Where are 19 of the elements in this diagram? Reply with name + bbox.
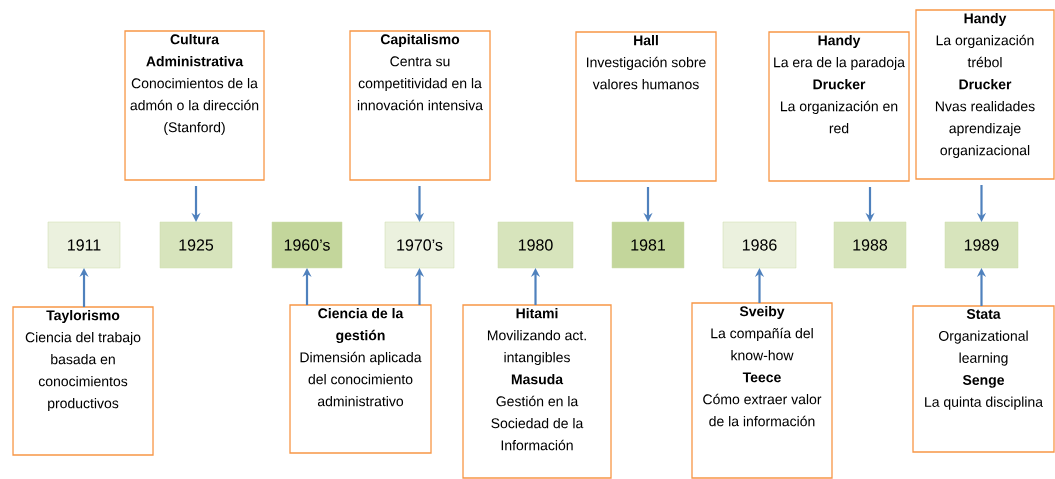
year-box: 1986	[722, 221, 797, 269]
note-box: Stata Organizational learning Senge La quinta disciplina	[912, 305, 1055, 453]
year-box: 1981	[611, 221, 685, 269]
note-box: Taylorismo Ciencia del trabajo basada en conocimientos productivos	[12, 306, 154, 456]
year-box: 1925	[159, 221, 233, 269]
year-box: 1980	[497, 221, 574, 269]
note-box: Handy La organización trébol Drucker Nvas realidades aprendizaje organizacional	[915, 9, 1055, 180]
note-box: Handy La era de la paradoja Drucker La organización en red	[768, 31, 910, 182]
note-box: Hitami Movilizando act. intangibles Masuda Gestión en la Sociedad de la Información	[462, 304, 612, 479]
year-box: 1911	[47, 221, 121, 269]
year-box: 1989	[944, 221, 1019, 269]
note-box: Ciencia de la gestión Dimensión aplicada del conocimiento administrativo	[289, 304, 432, 454]
year-box: 1988	[833, 221, 907, 269]
year-box: 1960’s	[271, 221, 343, 269]
year-box: 1970’s	[384, 221, 455, 269]
note-box: Cultura Administrativa Conocimientos de la admón o la dirección (Stanford)	[124, 30, 265, 181]
note-box: Sveiby La compañía del know-how Teece Cómo extraer valor de la información	[691, 302, 833, 479]
note-box: Capitalismo Centra su competitividad en la innovación intensiva	[349, 30, 491, 181]
note-box: Hall Investigación sobre valores humanos	[575, 31, 717, 182]
